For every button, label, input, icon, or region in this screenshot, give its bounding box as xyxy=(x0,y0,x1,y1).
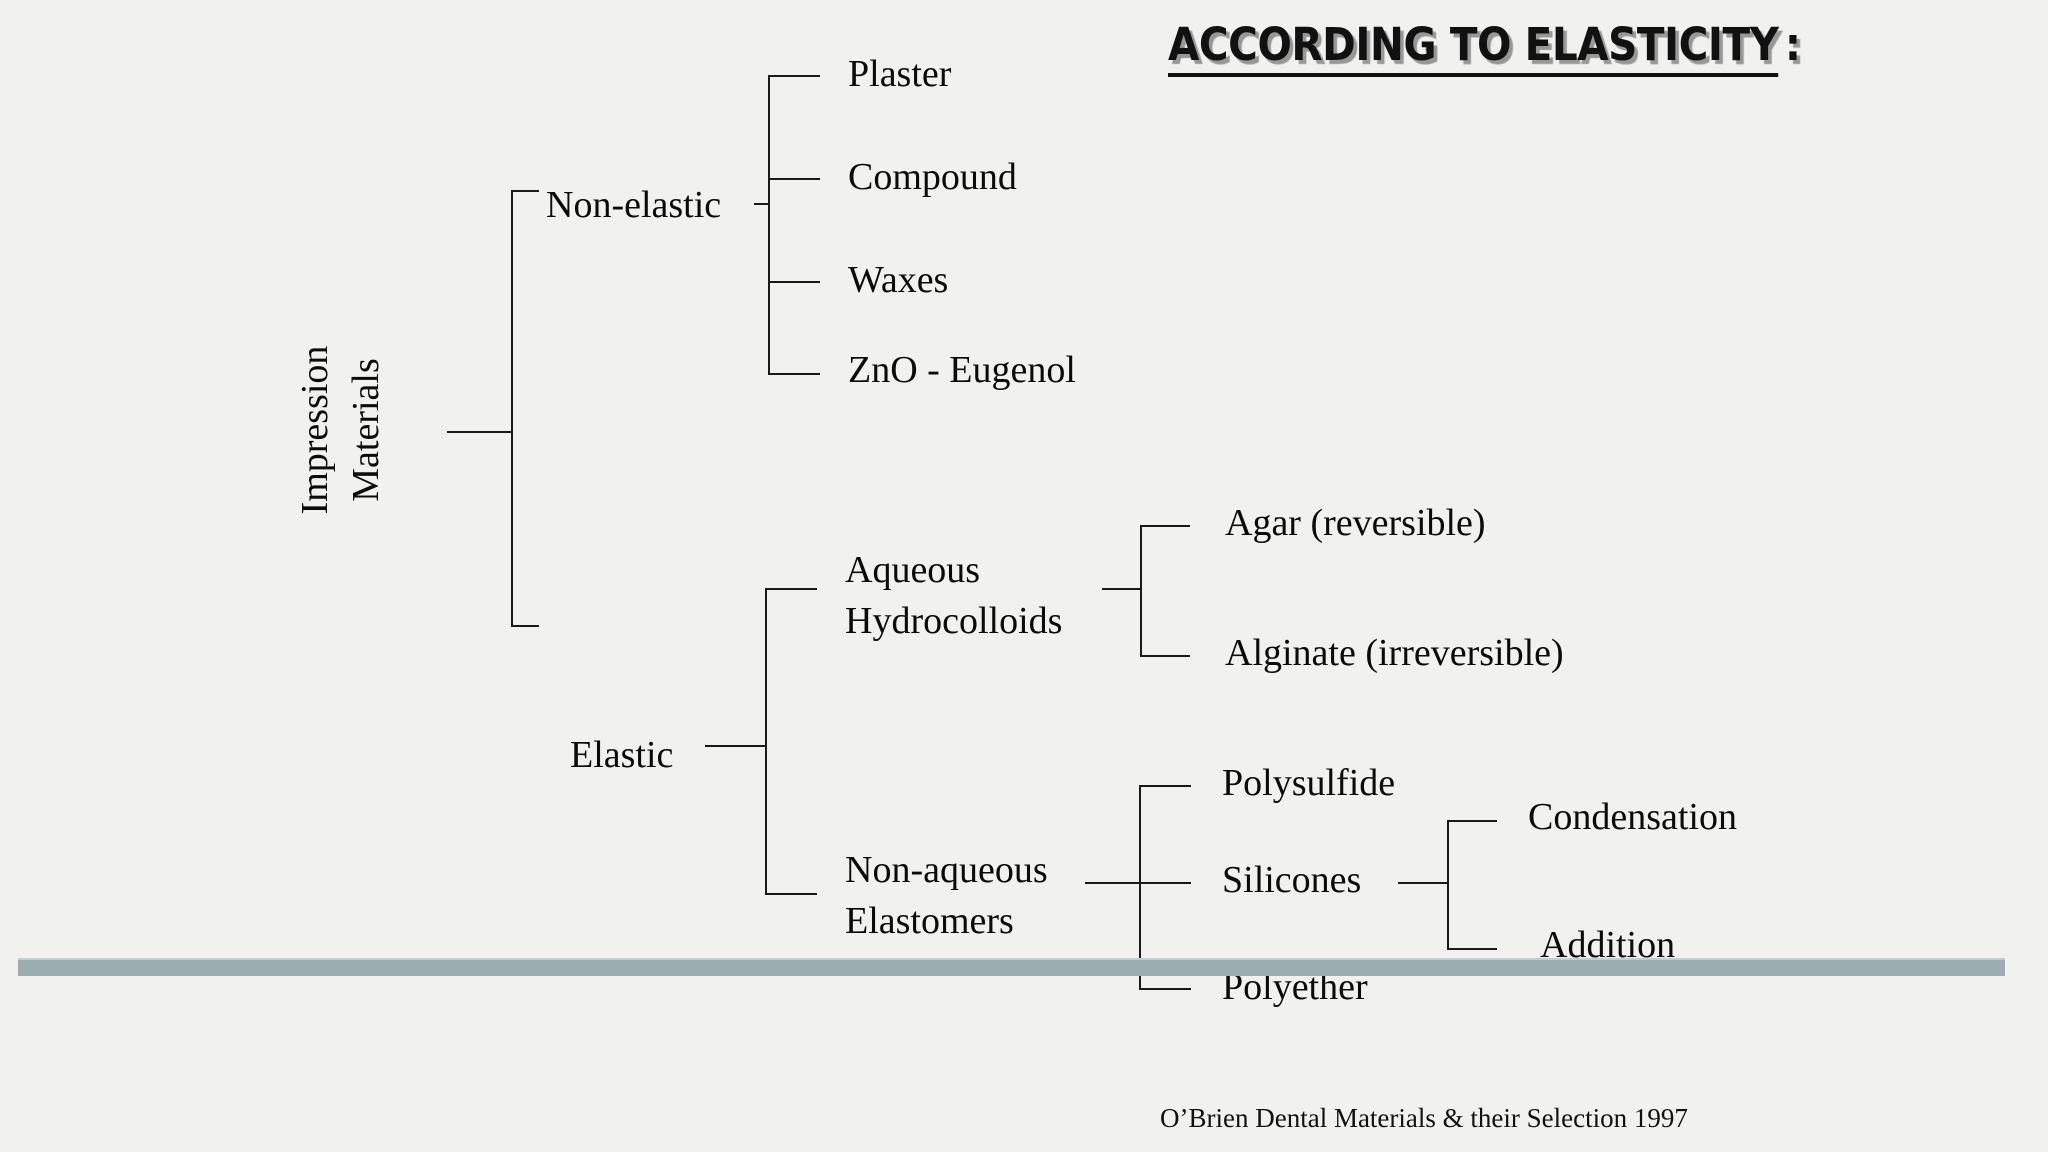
connector-zno-eugenol xyxy=(768,373,820,375)
connector-alginate xyxy=(1140,655,1190,657)
source-citation: O’Brien Dental Materials & their Selecti… xyxy=(1160,1103,1688,1133)
page-title-text: ACCORDING TO ELASTICITY xyxy=(1168,18,1779,77)
node-alginate: Alginate (irreversible) xyxy=(1225,628,1564,678)
node-silicones-label: Silicones xyxy=(1222,859,1362,901)
page-title: ACCORDING TO ELASTICITY: xyxy=(1168,18,1801,77)
connector-waxes xyxy=(768,281,820,283)
connector-condensation xyxy=(1447,820,1497,822)
connector-polysulfide xyxy=(1139,785,1191,787)
node-agar: Agar (reversible) xyxy=(1225,498,1486,548)
node-zno-eugenol: ZnO - Eugenol xyxy=(848,345,1076,395)
connector-plaster xyxy=(768,75,820,77)
connector-addition xyxy=(1447,948,1497,950)
connector-polyether xyxy=(1139,988,1191,990)
node-compound-label: Compound xyxy=(848,156,1017,198)
connector-non-aqueous-elastomers xyxy=(765,893,817,895)
connector-silicones-stub xyxy=(1398,882,1448,884)
node-condensation-label: Condensation xyxy=(1528,796,1737,838)
bracket-spine-aqueous xyxy=(1140,525,1142,655)
node-waxes-label: Waxes xyxy=(848,259,949,301)
node-aqueous-hydrocolloids-line1: Aqueous xyxy=(845,549,981,591)
connector-root-to-non-elastic xyxy=(511,190,539,192)
connector-aqueous-stub xyxy=(1102,588,1142,590)
connector-root-to-elastic xyxy=(511,625,539,627)
node-condensation: Condensation xyxy=(1528,792,1737,842)
connector-elastic-stub xyxy=(705,745,765,747)
node-aqueous-hydrocolloids-line2: Hydrocolloids xyxy=(845,600,1063,642)
connector-non-elastic-stub xyxy=(754,203,770,205)
node-non-aqueous-elastomers-line1: Non-aqueous xyxy=(845,849,1048,891)
bracket-spine-root xyxy=(511,190,513,627)
bracket-spine-elastomers xyxy=(1139,785,1141,988)
node-non-aqueous-elastomers: Non-aqueous Elastomers xyxy=(845,845,1048,947)
bracket-spine-elastic xyxy=(765,588,767,895)
page-title-colon: : xyxy=(1784,18,1801,71)
node-plaster: Plaster xyxy=(848,49,951,99)
node-aqueous-hydrocolloids: Aqueous Hydrocolloids xyxy=(845,545,1062,647)
node-agar-label: Agar (reversible) xyxy=(1225,502,1486,544)
node-zno-eugenol-label: ZnO - Eugenol xyxy=(848,349,1076,391)
connector-silicones xyxy=(1139,882,1191,884)
node-non-aqueous-elastomers-line2: Elastomers xyxy=(845,900,1014,942)
root-label-line2: Materials xyxy=(345,358,387,502)
node-plaster-label: Plaster xyxy=(848,53,952,95)
node-silicones: Silicones xyxy=(1222,855,1361,905)
root-label-line1: Impression xyxy=(294,345,336,515)
connector-root-trunk xyxy=(447,431,511,433)
bracket-spine-non-elastic xyxy=(768,75,770,373)
node-compound: Compound xyxy=(848,152,1017,202)
connector-agar xyxy=(1140,525,1190,527)
connector-aqueous-hydrocolloids xyxy=(765,588,817,590)
node-polysulfide-label: Polysulfide xyxy=(1222,762,1396,804)
connector-compound xyxy=(768,178,820,180)
node-waxes: Waxes xyxy=(848,255,948,305)
root-node-impression-materials: Impression Materials xyxy=(290,315,392,545)
node-alginate-label: Alginate (irreversible) xyxy=(1225,632,1564,674)
divider-band xyxy=(18,958,2005,976)
node-polysulfide: Polysulfide xyxy=(1222,758,1395,808)
node-elastic: Elastic xyxy=(570,730,673,780)
connector-elastomers-stub xyxy=(1085,882,1141,884)
node-non-elastic-label: Non-elastic xyxy=(546,184,722,226)
node-elastic-label: Elastic xyxy=(570,734,674,776)
bracket-spine-silicones xyxy=(1447,820,1449,948)
node-non-elastic: Non-elastic xyxy=(546,180,721,230)
